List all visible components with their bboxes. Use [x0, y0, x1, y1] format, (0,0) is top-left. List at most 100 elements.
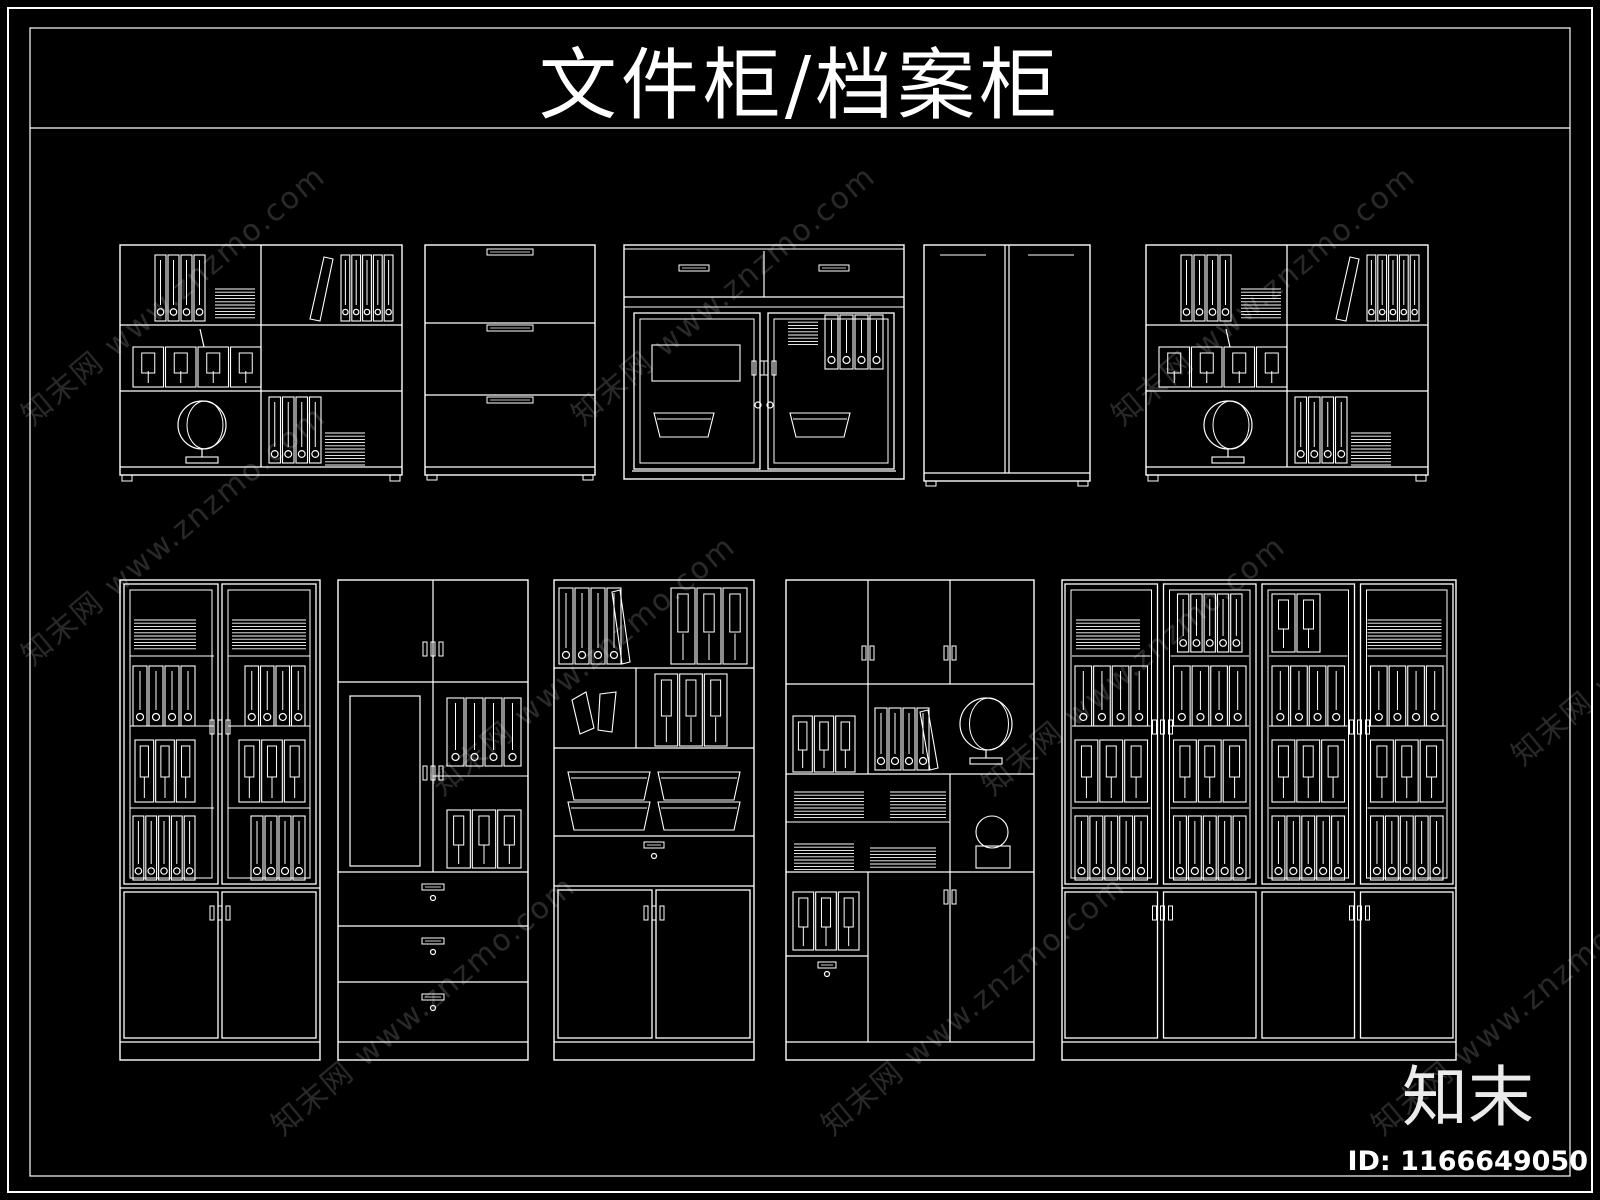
outline [869, 314, 884, 370]
outline [351, 254, 362, 322]
knob [1214, 712, 1224, 722]
knob [1411, 308, 1418, 316]
outline [1401, 745, 1413, 778]
outline [1074, 739, 1099, 803]
outline [1321, 396, 1335, 464]
outline [264, 815, 278, 881]
outline [797, 721, 808, 751]
outline [1193, 254, 1206, 322]
globe [969, 697, 1009, 751]
leaning-binder [1335, 256, 1360, 322]
outline [132, 346, 165, 388]
outline [1089, 815, 1104, 881]
outline [1327, 745, 1339, 778]
outline [1152, 719, 1157, 735]
knob [185, 867, 194, 875]
knob [1432, 866, 1441, 876]
knob [1177, 712, 1186, 722]
outline [1429, 815, 1444, 881]
outline [685, 679, 697, 717]
outline [798, 897, 809, 928]
knob [311, 450, 320, 458]
outline [244, 665, 260, 727]
knob [1368, 308, 1375, 316]
outline [167, 254, 180, 322]
outline [703, 593, 715, 633]
knob [167, 712, 177, 722]
outline [633, 312, 761, 470]
edge [1225, 328, 1231, 348]
outline [1331, 815, 1346, 881]
knob [252, 866, 262, 876]
outline [874, 707, 888, 771]
knob [1077, 866, 1086, 876]
knob [385, 308, 392, 316]
knob [1205, 639, 1214, 647]
outline [1414, 815, 1429, 881]
knob [857, 355, 866, 365]
knob [754, 401, 762, 409]
outline [221, 891, 317, 1039]
outline [349, 695, 421, 867]
outline [372, 254, 383, 322]
knob [918, 756, 928, 766]
cabinet-open-upper-door-lower [553, 579, 755, 1061]
outline [278, 815, 292, 881]
outline [1105, 745, 1117, 778]
outline [160, 745, 170, 778]
outline [7, 7, 1593, 1193]
basket [567, 801, 651, 831]
outline [837, 891, 860, 951]
outline [1349, 719, 1354, 735]
outline [902, 707, 916, 771]
knob [1378, 308, 1386, 316]
knob [1208, 308, 1217, 316]
outline [1230, 593, 1243, 653]
globe [1203, 400, 1253, 450]
knob [342, 308, 349, 316]
outline [261, 739, 283, 803]
knob [1319, 866, 1328, 876]
outline [888, 707, 902, 771]
outline [722, 587, 748, 665]
outline [678, 264, 710, 272]
knob [1323, 450, 1332, 458]
outline [145, 815, 158, 881]
outline [1064, 583, 1159, 885]
outline [1398, 254, 1409, 322]
outline [1206, 254, 1219, 322]
book-stand [597, 691, 617, 733]
outline [824, 314, 839, 370]
outline [1303, 599, 1314, 630]
outline [751, 360, 757, 376]
outline [1229, 745, 1241, 778]
knob [1107, 866, 1116, 876]
knob [183, 712, 193, 722]
knob [1190, 866, 1199, 876]
outline [446, 697, 465, 767]
knob [1192, 639, 1201, 647]
outline [478, 815, 490, 846]
outline [1223, 346, 1256, 388]
outline [1167, 352, 1182, 374]
outline [729, 593, 741, 633]
knob [284, 450, 293, 458]
outline [643, 905, 649, 921]
outline [639, 318, 755, 464]
outline [1216, 593, 1230, 653]
knob [1136, 866, 1146, 876]
outline [1384, 815, 1399, 881]
knob [842, 355, 851, 365]
knob [489, 752, 498, 762]
knob [1313, 712, 1322, 722]
knob [1337, 450, 1346, 458]
outline [1388, 254, 1398, 322]
outline [1302, 745, 1314, 778]
outline [1070, 589, 1152, 879]
knob [1310, 450, 1319, 458]
outline [1271, 665, 1290, 727]
outline [1301, 815, 1316, 881]
outline [281, 396, 295, 464]
knob [577, 650, 587, 660]
outline [421, 993, 445, 1001]
